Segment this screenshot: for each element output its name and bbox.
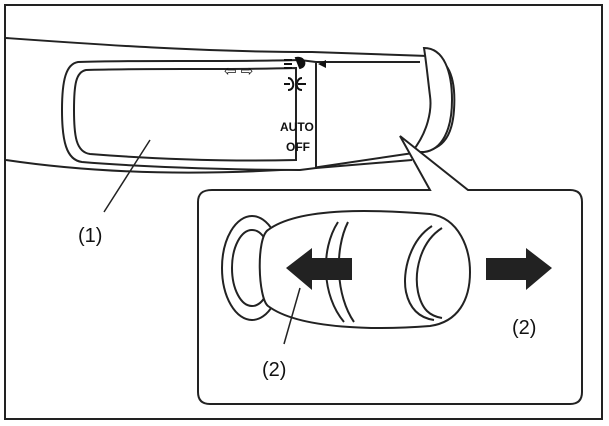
indicator-mark-icon bbox=[318, 60, 326, 68]
leader-line-2 bbox=[283, 287, 301, 345]
stalk-tip-detail bbox=[221, 209, 472, 329]
label-switch-knob: (1) bbox=[78, 225, 102, 247]
label-pull-arrow: (2) bbox=[262, 359, 286, 381]
turn-signal-arrows-icon: ⇦ ⇨ bbox=[224, 63, 253, 80]
headlight-icon bbox=[284, 56, 306, 70]
lever-stalk bbox=[5, 37, 456, 174]
arrow-right-icon bbox=[486, 248, 552, 290]
auto-marking: AUTO bbox=[280, 120, 314, 134]
label-outward-arrow: (2) bbox=[512, 317, 536, 339]
switch-markings: ⇦ ⇨ AUTO OFF bbox=[224, 56, 326, 154]
position-light-icon bbox=[284, 77, 306, 91]
arrow-left-icon bbox=[286, 248, 352, 290]
leader-line-1 bbox=[103, 139, 151, 213]
off-marking: OFF bbox=[286, 140, 310, 154]
